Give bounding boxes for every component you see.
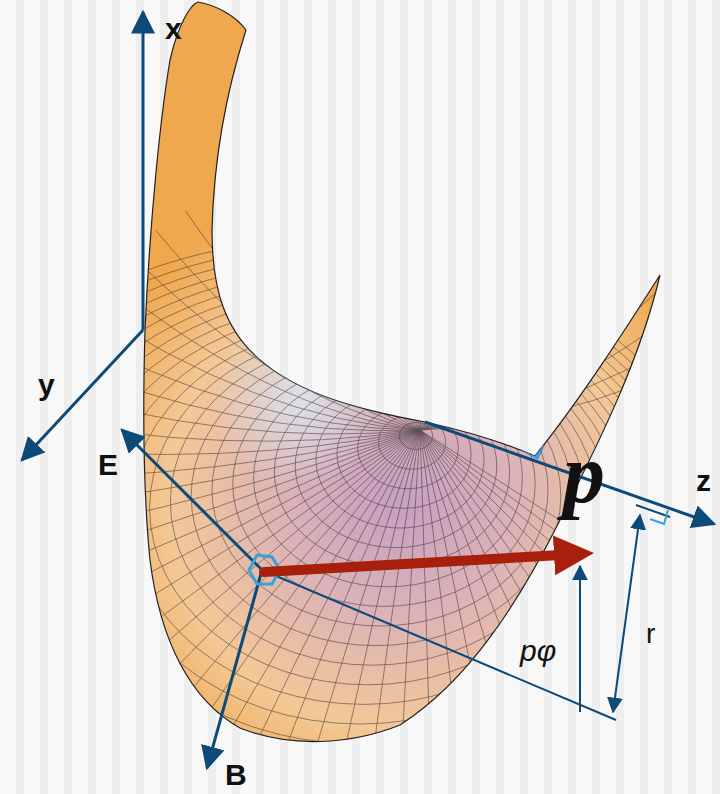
p-phi-arrow: [579, 566, 581, 712]
momentum-vector: [264, 554, 578, 572]
e-vector: [122, 430, 262, 570]
axis-label: E: [98, 450, 118, 480]
r-dimension: [613, 515, 640, 712]
axis-label: r: [646, 620, 655, 648]
right-angle-tick: [636, 505, 670, 517]
z-axis: [425, 422, 714, 524]
right-angle-mark: [650, 510, 668, 524]
axis-label: y: [38, 370, 55, 400]
axis-label: pφ: [520, 636, 556, 666]
b-vector: [207, 570, 262, 768]
axis-label: x: [165, 14, 182, 44]
y-axis: [22, 330, 143, 460]
baseline: [262, 570, 616, 720]
axis-label: p: [563, 432, 605, 516]
surface: [144, 2, 660, 742]
x-axis: [142, 12, 145, 330]
axis-label: z: [696, 466, 711, 496]
axis-label: B: [225, 760, 247, 790]
